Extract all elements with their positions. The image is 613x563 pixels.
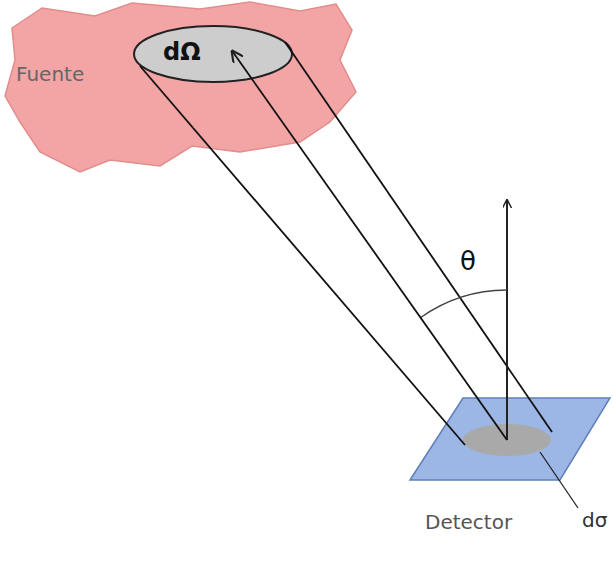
normal-arrow — [506, 200, 508, 440]
solid-angle-ellipse-shape — [133, 25, 293, 83]
area-element-ellipse: dσ — [462, 423, 552, 457]
solid-angle-label: dΩ — [163, 38, 201, 66]
beam-line — [285, 42, 552, 432]
angle-label: θ — [460, 246, 476, 276]
detector-label: Detector — [425, 510, 512, 534]
area-element-label: dσ — [582, 508, 607, 532]
source-label: Fuente — [16, 62, 84, 86]
angle-arc — [420, 290, 507, 318]
source-region: Fuente dΩ — [0, 0, 360, 175]
area-element-ellipse-shape — [462, 423, 552, 457]
solid-angle-ellipse: dΩ — [133, 25, 293, 83]
source-region-shape — [0, 0, 360, 175]
ray-arrow — [232, 51, 507, 440]
detector-plane: Detector dσ — [405, 395, 613, 545]
